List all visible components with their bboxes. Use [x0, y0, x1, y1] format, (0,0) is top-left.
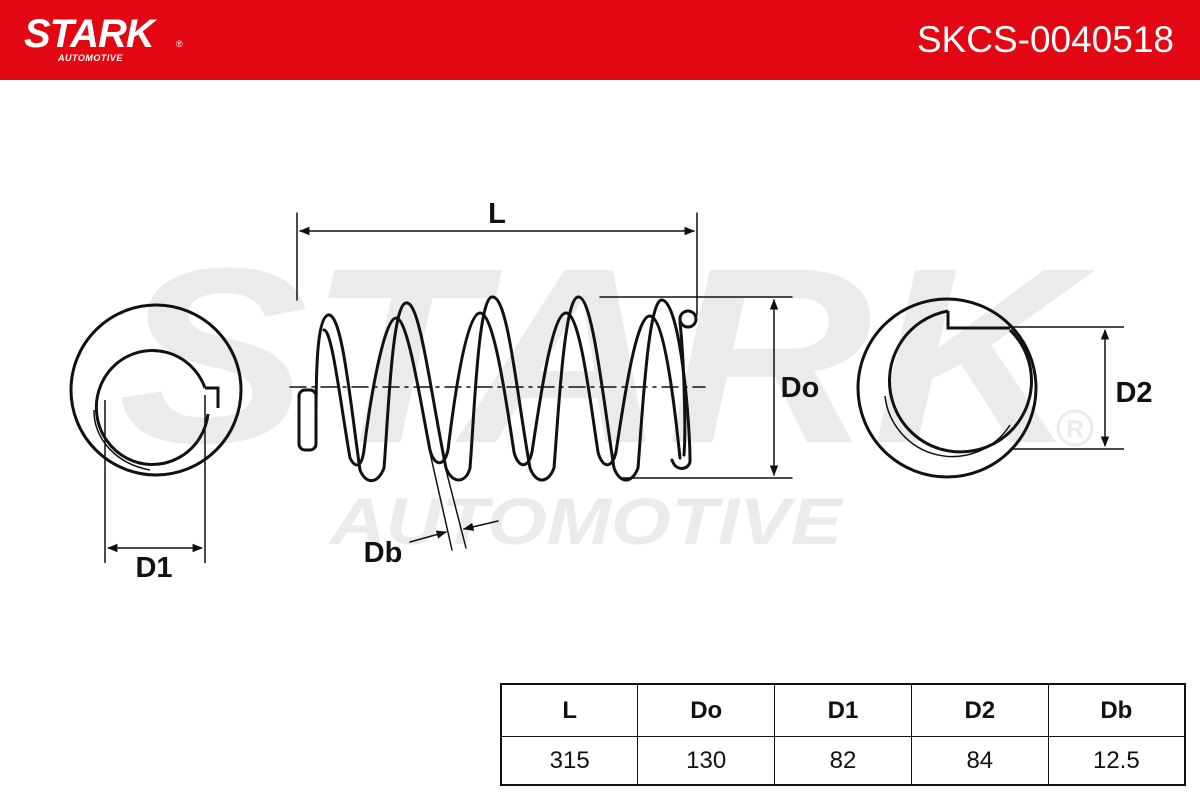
brand-logo: STARK ® AUTOMOTIVE [24, 12, 183, 63]
left-outer-circle [69, 303, 243, 477]
spring-top-tip [678, 309, 698, 329]
left-inner-coil [94, 348, 210, 466]
left-coil-end [205, 386, 220, 408]
header-bar: STARK ® AUTOMOTIVE SKCS-0040518 [0, 0, 1200, 80]
db-arrow-right [462, 520, 499, 531]
spring-coil-outline [314, 295, 692, 483]
spec-value-do: 130 [637, 736, 776, 786]
spec-table-header-row: L Do D1 D2 Db [500, 683, 1186, 737]
spec-table-value-row: 315 130 82 84 12.5 [500, 736, 1186, 786]
right-outer-circle [856, 297, 1038, 479]
brand-registered-mark: ® [176, 39, 183, 49]
db-extension-right [445, 469, 467, 549]
right-end-view [856, 297, 1124, 479]
spec-header-db: Db [1047, 683, 1186, 737]
spring-coil-inner [322, 311, 682, 467]
spec-header-do: Do [637, 683, 776, 737]
spec-value-d1: 82 [774, 736, 912, 786]
brand-logo-subtext: AUTOMOTIVE [58, 53, 123, 63]
spec-value-l: 315 [500, 736, 639, 786]
db-arrow-left [409, 530, 448, 543]
watermark: STARK AUTOMOTIVE R [118, 216, 1096, 558]
d2-label: D2 [1115, 377, 1152, 409]
spec-header-d1: D1 [774, 683, 912, 737]
left-inner-shade [93, 409, 151, 471]
spec-value-d2: 84 [910, 736, 1049, 786]
right-inner-shade [884, 395, 1011, 458]
part-number: SKCS-0040518 [916, 19, 1174, 60]
db-extension-left [427, 443, 453, 551]
spec-header-d2: D2 [910, 683, 1049, 737]
d1-label: D1 [135, 552, 172, 584]
left-end-view [69, 303, 243, 563]
spring-side-view [289, 212, 793, 551]
right-coil-end [946, 311, 1010, 330]
spec-header-l: L [500, 683, 639, 737]
spec-value-db: 12.5 [1047, 736, 1186, 786]
watermark-subtext: AUTOMOTIVE [328, 484, 845, 558]
brand-logo-text: STARK [24, 12, 155, 56]
spring-technical-drawing: STARK AUTOMOTIVE R D1 [69, 198, 1153, 584]
db-label: Db [364, 537, 403, 569]
watermark-registered-circle [1056, 409, 1094, 447]
watermark-brand: STARK [118, 216, 1096, 495]
l-label: L [488, 198, 506, 230]
do-label: Do [781, 372, 820, 404]
spring-top-tip-stem [678, 320, 687, 457]
right-inner-coil [887, 309, 1033, 454]
watermark-registered-letter: R [1066, 416, 1083, 443]
spec-table: L Do D1 D2 Db 315 130 82 84 12.5 [500, 683, 1186, 786]
